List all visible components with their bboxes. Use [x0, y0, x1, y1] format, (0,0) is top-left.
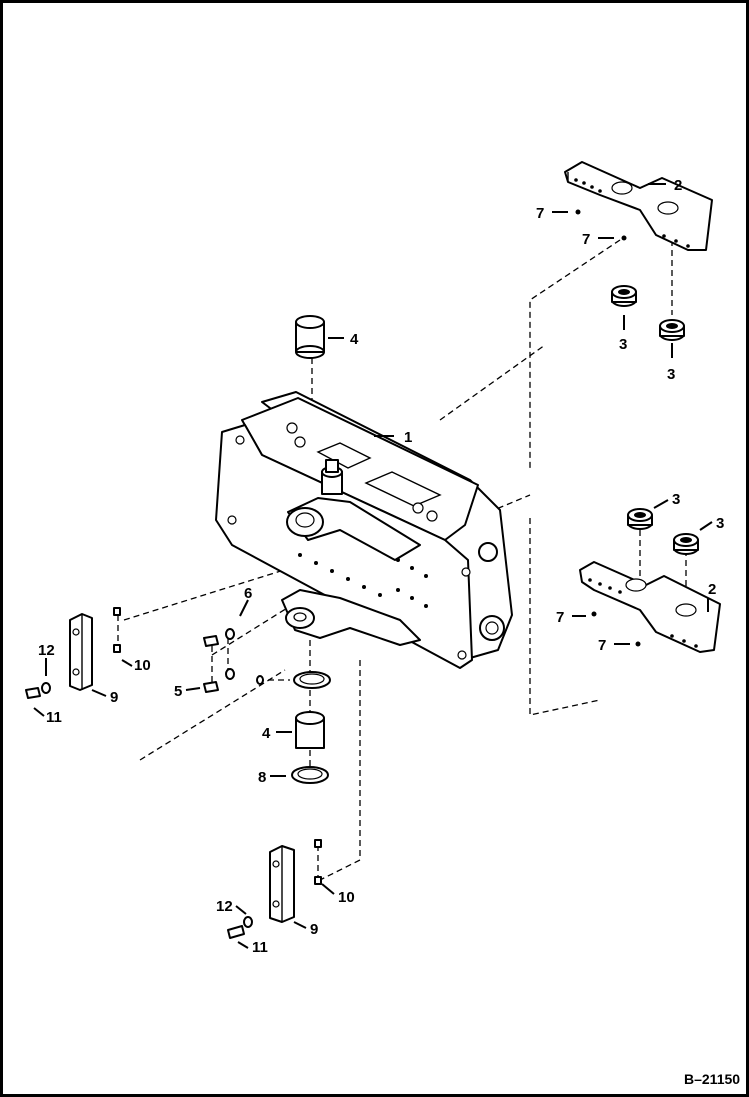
callout-3-top-a: 3 [619, 336, 627, 353]
callout-7-mid-a: 7 [556, 609, 564, 626]
callout-11-bottom: 11 [252, 939, 268, 956]
callout-12-left: 12 [38, 642, 55, 659]
wear-bar-part-2-top [564, 161, 713, 251]
callout-numbers: 2 7 7 3 3 4 1 3 3 2 7 7 6 12 10 5 9 11 4… [38, 177, 724, 956]
callout-3-mid-b: 3 [716, 515, 724, 532]
callout-9-bottom: 9 [310, 921, 318, 938]
callout-7-top-b: 7 [582, 231, 590, 248]
fasteners [25, 209, 641, 939]
mount-frame-part-1 [215, 391, 513, 669]
callout-10-bottom: 10 [338, 889, 355, 906]
callout-12-bottom: 12 [216, 898, 233, 915]
callout-1: 1 [404, 429, 412, 446]
callout-4-top: 4 [350, 331, 359, 348]
keeper-plate-part-9-bottom [269, 845, 295, 923]
bushing-part-4-bottom [295, 711, 325, 749]
callout-2-top: 2 [674, 177, 682, 194]
bushing-part-4-top [295, 315, 325, 359]
callout-8: 8 [258, 769, 266, 786]
callout-9-left: 9 [110, 689, 118, 706]
callout-11-left: 11 [46, 709, 62, 726]
washer-mid [293, 671, 331, 689]
callout-4-bottom: 4 [262, 725, 271, 742]
callout-5: 5 [174, 683, 182, 700]
keeper-plate-part-9-left [69, 613, 93, 691]
leader-lines [33, 183, 713, 949]
callout-6: 6 [244, 585, 252, 602]
callout-3-mid-a: 3 [672, 491, 680, 508]
seal-part-3-group [611, 285, 699, 555]
drawing-reference-number: B–21150 [684, 1071, 740, 1087]
wear-bar-part-2-mid [579, 561, 721, 653]
washer-part-8 [291, 766, 329, 784]
callout-3-top-b: 3 [667, 366, 675, 383]
callout-10-left: 10 [134, 657, 151, 674]
callout-7-top-a: 7 [536, 205, 544, 222]
callout-7-mid-b: 7 [598, 637, 606, 654]
callout-2-mid: 2 [708, 581, 716, 598]
